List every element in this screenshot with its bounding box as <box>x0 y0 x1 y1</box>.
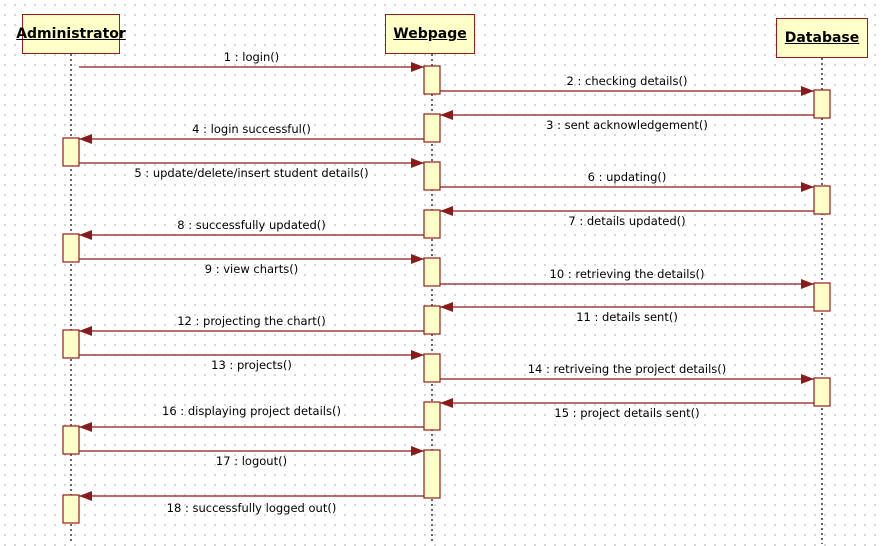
arrowhead-18 <box>79 491 92 501</box>
activation-box-4 <box>62 137 80 167</box>
arrowhead-1 <box>411 62 424 72</box>
arrowhead-15 <box>440 398 453 408</box>
activation-box-5 <box>423 161 441 191</box>
arrowhead-14 <box>801 374 814 384</box>
arrowhead-2 <box>801 86 814 96</box>
message-label-13: 13 : projects() <box>211 358 292 372</box>
activation-box-16 <box>62 425 80 455</box>
arrowhead-16 <box>79 422 92 432</box>
activation-box-14 <box>813 377 831 407</box>
message-label-8: 8 : successfully updated() <box>177 218 325 232</box>
message-label-11: 11 : details sent() <box>576 310 678 324</box>
arrowhead-10 <box>801 279 814 289</box>
message-label-4: 4 : login successful() <box>192 122 311 136</box>
activation-box-2 <box>813 89 831 119</box>
activation-box-10 <box>813 282 831 312</box>
activation-box-12 <box>62 329 80 359</box>
message-label-10: 10 : retrieving the details() <box>550 267 705 281</box>
message-label-17: 17 : logout() <box>216 454 287 468</box>
arrowhead-9 <box>411 254 424 264</box>
arrowhead-7 <box>440 206 453 216</box>
message-label-1: 1 : login() <box>224 50 280 64</box>
arrowhead-8 <box>79 230 92 240</box>
activation-box-17 <box>423 449 441 499</box>
participant-administrator[interactable]: Administrator <box>16 14 126 54</box>
message-label-3: 3 : sent acknowledgement() <box>546 118 708 132</box>
message-label-12: 12 : projecting the chart() <box>177 314 326 328</box>
message-label-2: 2 : checking details() <box>567 74 688 88</box>
arrowhead-5 <box>411 158 424 168</box>
arrowhead-12 <box>79 326 92 336</box>
activation-box-9 <box>423 257 441 287</box>
activation-box-18 <box>62 494 80 524</box>
message-label-5: 5 : update/delete/insert student details… <box>134 166 368 180</box>
arrowhead-11 <box>440 302 453 312</box>
activation-box-11 <box>423 305 441 335</box>
message-label-16: 16 : displaying project details() <box>162 404 341 418</box>
activation-box-1 <box>423 65 441 95</box>
message-label-15: 15 : project details sent() <box>554 406 699 420</box>
activation-box-3 <box>423 113 441 143</box>
activation-box-15 <box>423 401 441 431</box>
activation-box-6 <box>813 185 831 215</box>
arrowhead-3 <box>440 110 453 120</box>
message-label-7: 7 : details updated() <box>568 214 685 228</box>
message-label-18: 18 : successfully logged out() <box>167 501 337 515</box>
arrowhead-13 <box>411 350 424 360</box>
activation-box-7 <box>423 209 441 239</box>
message-label-9: 9 : view charts() <box>205 262 299 276</box>
message-label-6: 6 : updating() <box>588 170 667 184</box>
participant-database[interactable]: Database <box>776 18 868 58</box>
message-label-14: 14 : retriveing the project details() <box>528 362 727 376</box>
arrowhead-4 <box>79 134 92 144</box>
activation-box-13 <box>423 353 441 383</box>
arrowhead-17 <box>411 446 424 456</box>
arrowhead-6 <box>801 182 814 192</box>
activation-box-8 <box>62 233 80 263</box>
participant-webpage[interactable]: Webpage <box>385 14 475 54</box>
